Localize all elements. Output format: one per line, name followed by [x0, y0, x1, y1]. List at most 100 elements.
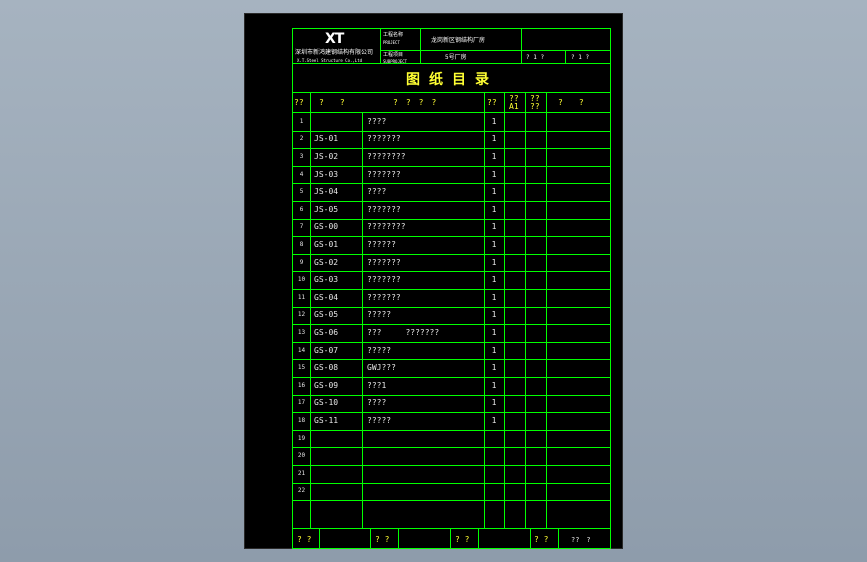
company-name-cn: 深圳市新鸿建钢结构有限公司 [295, 49, 374, 56]
row-name [367, 483, 484, 501]
row-qty: 1 [491, 327, 497, 337]
row-qty: 1 [491, 310, 497, 320]
col-header-no: ?? [294, 98, 304, 107]
row-code: GS-11 [314, 415, 339, 425]
row-name: ?????? [367, 239, 396, 249]
row-qty: 1 [491, 239, 497, 249]
row-qty: 1 [491, 363, 497, 373]
footer-label-review: ? ? [455, 535, 470, 544]
row-code: GS-09 [314, 380, 339, 390]
subitem-label: 工程项目 [383, 52, 404, 58]
row-code: GS-08 [314, 363, 339, 373]
row-code: GS-01 [314, 239, 339, 249]
row-name: ???????? [367, 222, 406, 232]
row-no: 14 [297, 346, 306, 354]
col-line-6 [546, 92, 547, 528]
col-header-rev-2: ?? [530, 102, 540, 111]
row-no: 12 [297, 311, 306, 319]
title-bottom-line [293, 92, 610, 93]
row-no: 6 [299, 205, 304, 213]
row-divider [293, 148, 610, 150]
drawing-sheet: XT 深圳市新鸿建钢结构有限公司 X.T.Steel Structure Co.… [244, 13, 623, 549]
row-name: ????? [367, 345, 392, 355]
row-no: 22 [297, 487, 306, 495]
row-qty: 1 [491, 380, 497, 390]
row-divider [293, 500, 610, 502]
row-name: ??????? [367, 134, 401, 144]
row-code: JS-03 [314, 169, 339, 179]
row-divider [293, 482, 610, 484]
row-name: ??????? [367, 292, 401, 302]
col-header-bottom-line [293, 112, 610, 113]
page-index: ? 1 ? [526, 54, 545, 61]
row-qty [484, 483, 504, 501]
header-divider-3 [521, 29, 522, 63]
row-no: 10 [297, 276, 306, 284]
row-no: 19 [297, 434, 306, 442]
row-code: GS-02 [314, 257, 339, 267]
row-name: ????? [367, 415, 392, 425]
col-line-4 [504, 92, 505, 528]
row-no: 16 [297, 381, 306, 389]
col-line-5 [525, 92, 526, 528]
col-header-size-a1: A1 [509, 102, 519, 111]
row-no: 1 [299, 117, 304, 125]
row-name: ??????? [367, 169, 401, 179]
project-name-label: 工程名称 [383, 32, 404, 38]
row-qty: 1 [491, 204, 497, 214]
row-name [367, 465, 484, 483]
row-no: 11 [297, 293, 306, 301]
row-divider [293, 465, 610, 466]
row-name: ???????? [367, 151, 406, 161]
row-code: GS-10 [314, 398, 339, 408]
row-qty: 1 [491, 257, 497, 267]
row-name: ???1 [367, 380, 387, 390]
drawing-frame: XT 深圳市新鸿建钢结构有限公司 X.T.Steel Structure Co.… [292, 28, 611, 549]
row-qty: 1 [491, 151, 497, 161]
row-name [367, 447, 484, 465]
col-header-name: ? ? ? ? [393, 98, 437, 107]
row-divider [293, 201, 610, 202]
col-header-rev: ?? [530, 94, 540, 103]
col-header-qty: ?? [487, 98, 497, 107]
subitem-value: 5号厂房 [445, 54, 467, 61]
row-qty: 1 [491, 116, 497, 126]
row-name: ??????? [367, 275, 401, 285]
header-divider-4 [565, 50, 566, 63]
row-qty: 1 [491, 187, 497, 197]
row-qty: 1 [491, 222, 497, 232]
row-code: GS-03 [314, 275, 339, 285]
row-name: ????? [367, 310, 392, 320]
row-code: JS-01 [314, 134, 339, 144]
row-code [314, 483, 362, 501]
row-name: GWJ??? [367, 363, 396, 373]
row-code [314, 447, 362, 465]
row-qty [484, 465, 504, 483]
row-no: 20 [297, 452, 306, 460]
row-divider [293, 429, 610, 431]
row-code: GS-06 [314, 327, 339, 337]
row-divider [293, 377, 610, 378]
col-header-remark: ? ? [558, 98, 584, 107]
row-name: ??????? [367, 204, 401, 214]
row-name: ??? ??????? [367, 327, 440, 337]
row-qty: 1 [491, 134, 497, 144]
row-no: 5 [299, 188, 304, 196]
row-qty: 1 [491, 415, 497, 425]
row-divider [293, 236, 610, 238]
row-name: ??????? [367, 257, 401, 267]
row-no: 17 [297, 399, 306, 407]
col-line-1 [310, 92, 311, 528]
footer-div-4 [450, 528, 451, 549]
row-divider [293, 183, 610, 185]
footer-div-5 [478, 528, 479, 549]
row-code: GS-04 [314, 292, 339, 302]
row-code: JS-05 [314, 204, 339, 214]
footer-top-line [293, 528, 610, 529]
col-line-2 [362, 113, 363, 528]
row-code: JS-02 [314, 151, 339, 161]
row-qty: 1 [491, 169, 497, 179]
row-no: 9 [299, 258, 304, 266]
col-header-size: ?? [509, 94, 519, 103]
col-line-3 [484, 92, 485, 528]
